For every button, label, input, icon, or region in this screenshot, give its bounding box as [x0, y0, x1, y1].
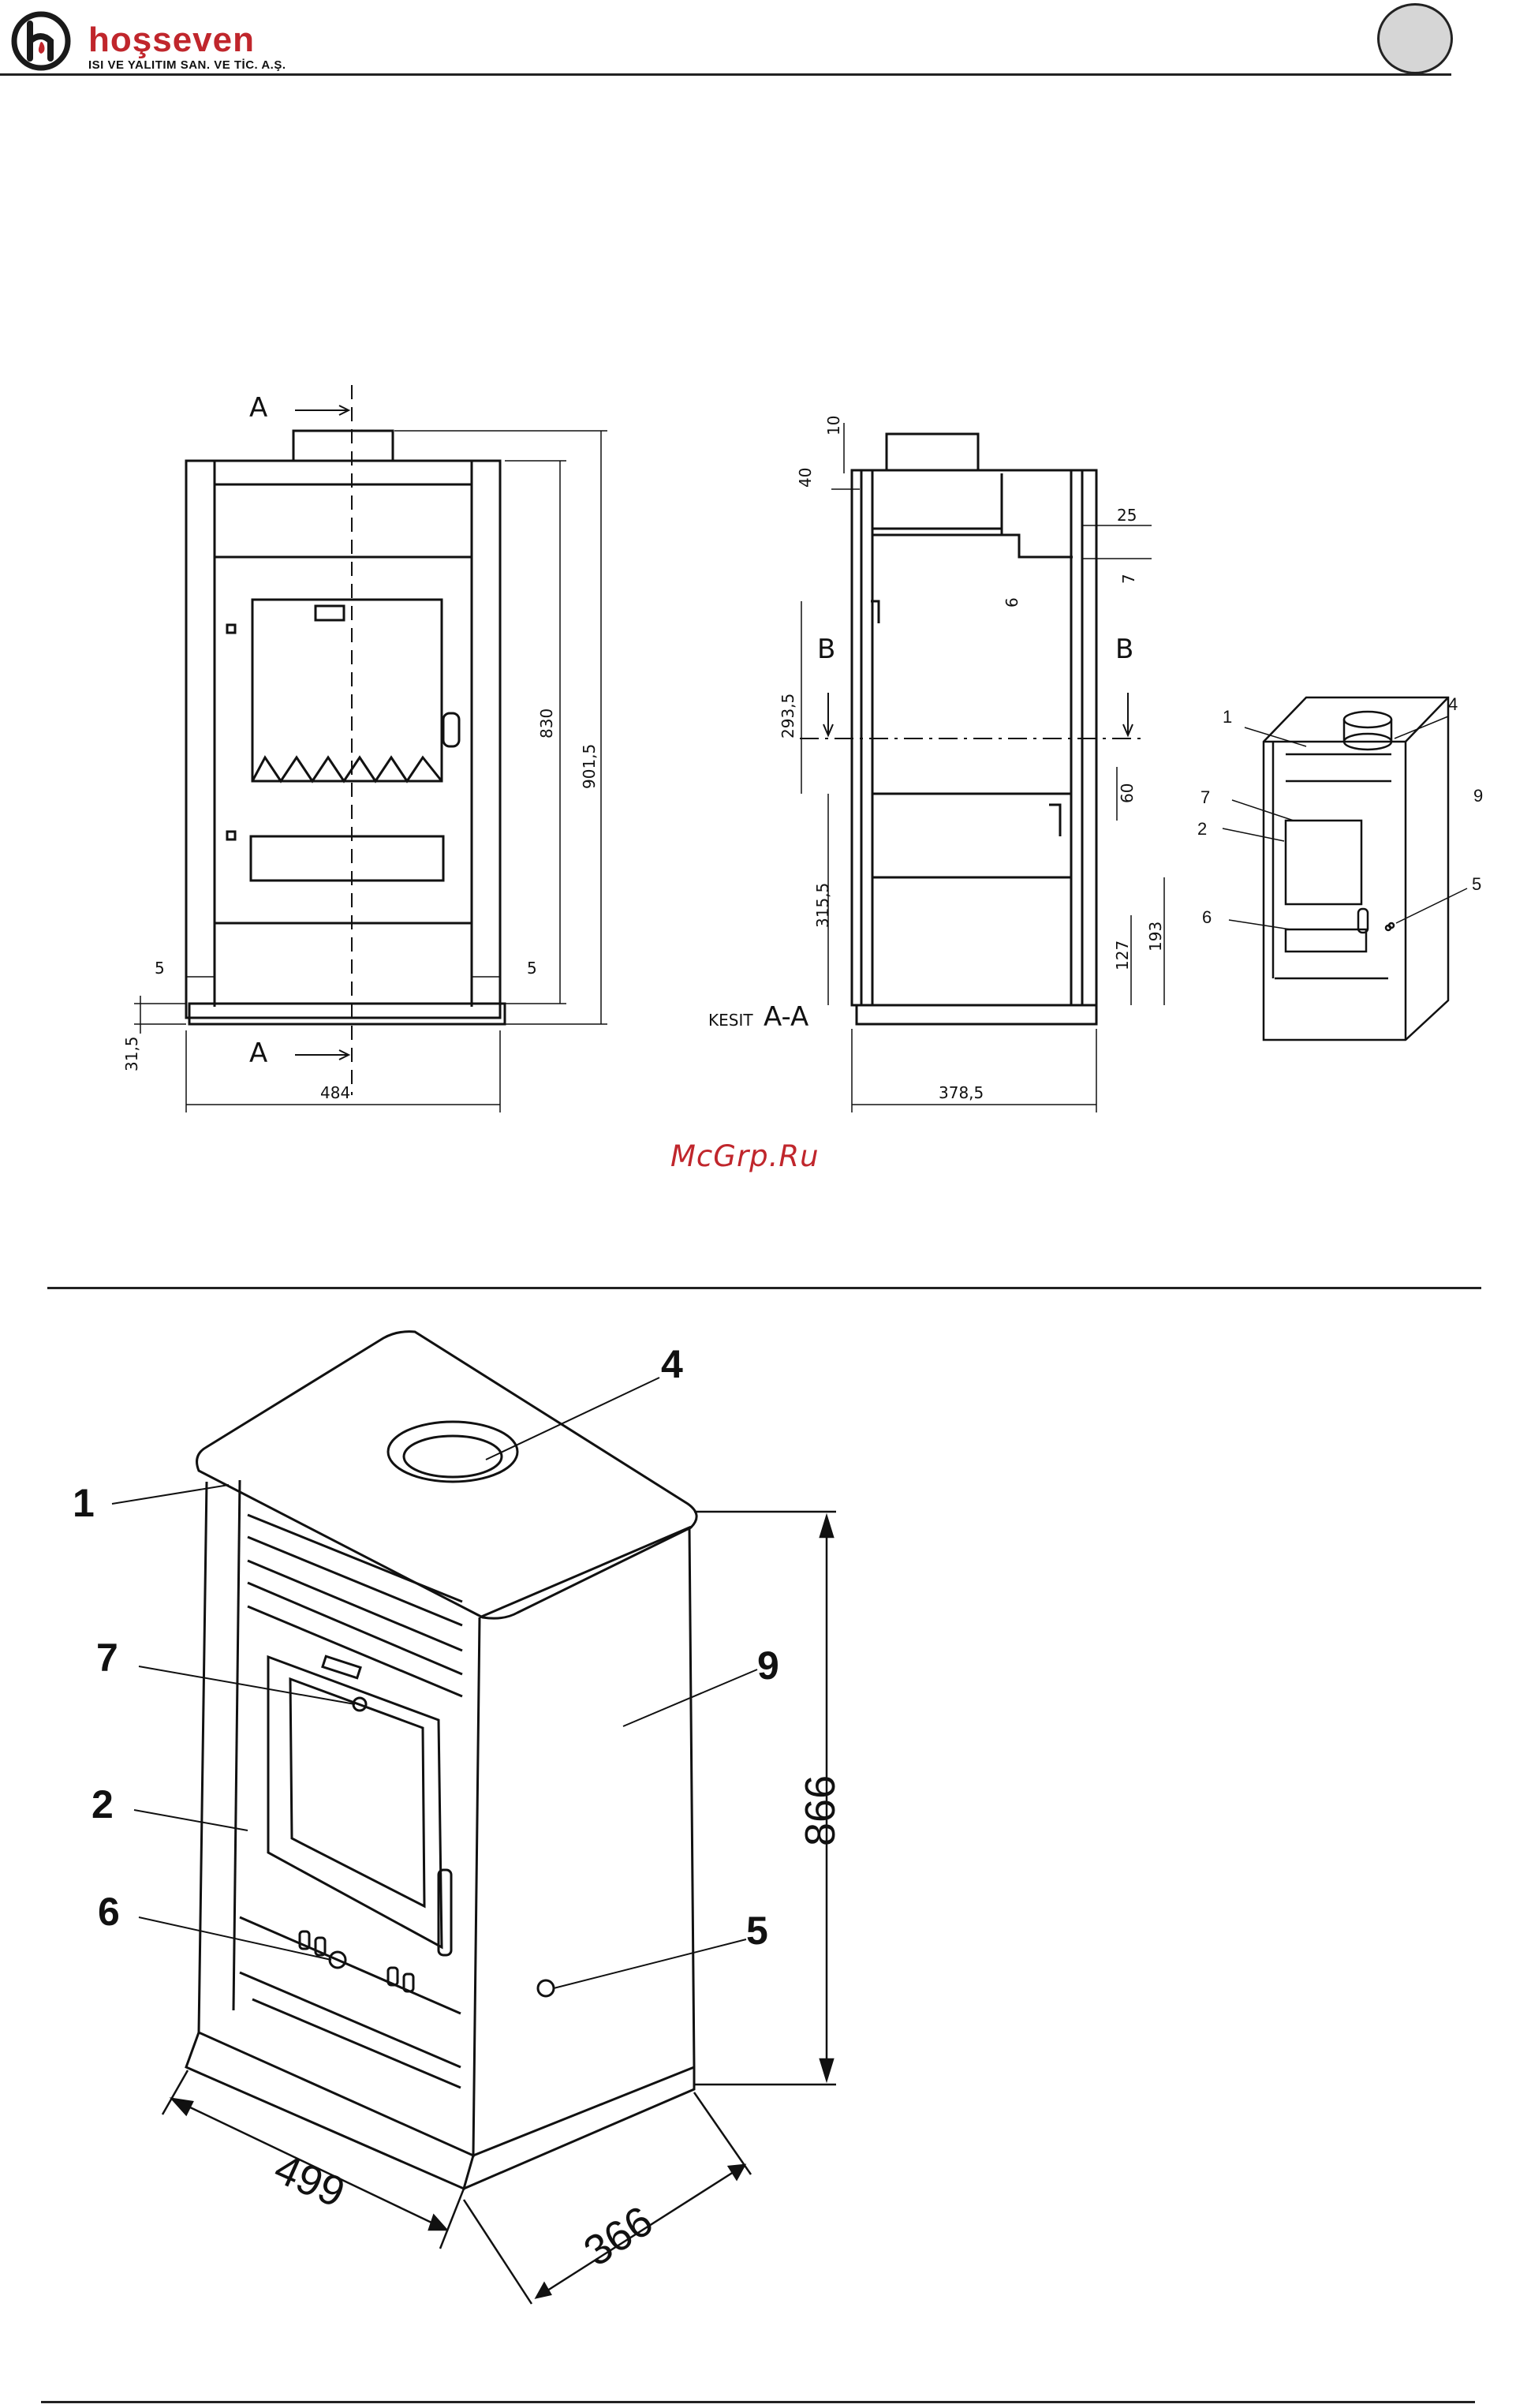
section-dim-25: 25: [1117, 506, 1137, 525]
watermark-text: McGrp.Ru: [670, 1139, 820, 1173]
section-dim-10: 10: [824, 416, 843, 436]
section-dim-depth: 378,5: [939, 1083, 984, 1102]
front-section-marker-bottom: A: [249, 1038, 267, 1069]
section-dim-60: 60: [1118, 783, 1137, 803]
section-view-drawing: [800, 423, 1164, 1112]
footer-divider: [41, 2401, 1475, 2403]
front-dim-side-right: 5: [527, 959, 537, 978]
front-dim-base: 31,5: [122, 1036, 141, 1071]
small-callout-7: 7: [1200, 787, 1210, 807]
front-dim-height-total: 901,5: [580, 744, 599, 789]
section-dim-193: 193: [1146, 922, 1165, 952]
small-callout-9: 9: [1473, 786, 1483, 806]
front-dim-width: 484: [320, 1083, 350, 1102]
section-dim-127: 127: [1113, 940, 1132, 970]
small-callout-6: 6: [1202, 907, 1212, 927]
technical-drawings: A A 5 5 830 901,5 31,5 484 KESIT A-A B B…: [0, 0, 1516, 1294]
callout-5: 5: [746, 1909, 768, 1953]
large-iso-drawing: 1 4 7 9 2 6 5 866 499 366: [0, 1294, 1516, 2399]
section-dim-315: 315,5: [813, 883, 832, 928]
section-dim-40: 40: [796, 468, 815, 488]
callout-1: 1: [73, 1481, 95, 1525]
small-iso-drawing: [1264, 697, 1448, 1040]
section-marker-b-left: B: [817, 634, 835, 665]
front-dim-height-inner: 830: [537, 709, 556, 738]
callout-6: 6: [98, 1890, 120, 1934]
dim-height-866: 866: [797, 1775, 844, 1846]
section-dim-7: 7: [1119, 574, 1138, 584]
callout-7: 7: [96, 1636, 118, 1680]
section-label-aa: A-A: [764, 1001, 808, 1033]
small-iso-leaders: [1223, 716, 1467, 929]
callout-2: 2: [91, 1782, 114, 1827]
front-section-marker-top: A: [249, 392, 267, 424]
section-divider: [47, 1287, 1481, 1289]
section-dim-6: 6: [1003, 597, 1021, 608]
large-iso-body: [186, 1332, 696, 2189]
dim-width-499: 499: [267, 2144, 352, 2216]
small-callout-5: 5: [1472, 874, 1481, 894]
small-callout-1: 1: [1223, 707, 1232, 727]
front-view-drawing: [134, 385, 607, 1112]
section-label-kesit: KESIT: [708, 1011, 753, 1030]
callout-9: 9: [757, 1643, 779, 1688]
section-marker-b-right: B: [1115, 634, 1133, 665]
large-iso-dims: [162, 1512, 836, 2304]
section-dim-293: 293,5: [779, 694, 797, 738]
small-callout-4: 4: [1448, 694, 1458, 714]
front-dim-side-left: 5: [155, 959, 165, 978]
callout-4: 4: [661, 1342, 683, 1386]
small-callout-2: 2: [1197, 819, 1207, 839]
